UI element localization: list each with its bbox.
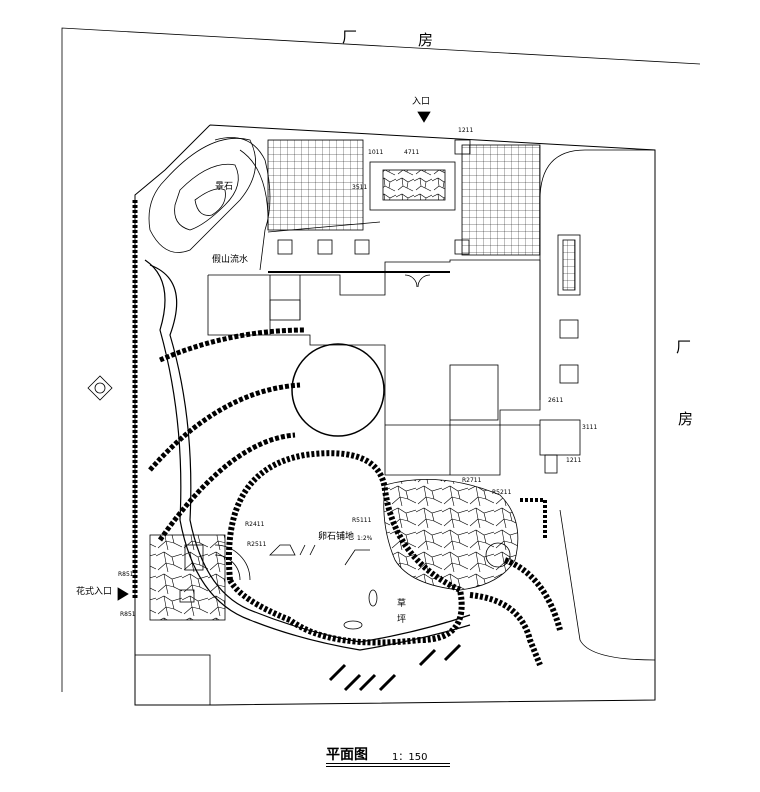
- grid-plaza-right: [461, 144, 541, 256]
- dimension-label-1: 4711: [404, 149, 420, 156]
- rockery-water-label: 假山流水: [212, 255, 249, 265]
- top-entrance-label: 入口: [412, 97, 431, 107]
- entrance-arrow-top: [417, 111, 431, 123]
- factory-label-top-1: 厂: [342, 28, 358, 46]
- corner-box: [134, 654, 211, 706]
- flower-entrance-label: 花式入口: [76, 587, 113, 597]
- radius-label-6: R851: [118, 571, 134, 578]
- title-underline-2: [326, 766, 450, 767]
- landscape-stone-label: 景石: [215, 182, 234, 192]
- water-feature-outer: [369, 161, 456, 211]
- dimension-label-4: 3511: [352, 184, 368, 191]
- slope-label: 1:2%: [357, 535, 373, 542]
- dimension-label-3: 1211: [458, 127, 474, 134]
- radius-label-2: R2411: [245, 521, 265, 528]
- dimension-label-7: 1211: [566, 457, 582, 464]
- dimension-label-6: 3111: [582, 424, 598, 431]
- stream: [144, 259, 471, 651]
- factory-boundary-line: [61, 27, 701, 692]
- radius-label-5: R5211: [492, 489, 512, 496]
- factory-label-right-1: 厂: [676, 338, 692, 356]
- dimension-label-5: 2611: [548, 397, 564, 404]
- title-underline: [326, 763, 450, 764]
- factory-label-right-2: 房: [678, 410, 694, 428]
- entrance-gate-box: [454, 139, 471, 155]
- radius-label-4: R2711: [462, 477, 482, 484]
- water-feature-inner: [382, 169, 446, 201]
- drawing-title: 平面图: [326, 747, 368, 763]
- grid-plaza-left: [267, 139, 364, 231]
- factory-label-top-2: 房: [418, 31, 434, 49]
- pebble-paving-label: 卵石铺地: [318, 532, 355, 542]
- radius-label-1: R5111: [352, 517, 372, 524]
- radius-label-3: R2511: [247, 541, 267, 548]
- right-lawn-curve: [539, 149, 656, 661]
- building-outline: [207, 259, 541, 476]
- grass-label-1: 草: [397, 599, 407, 609]
- drawing-scale: 1：150: [392, 752, 428, 763]
- north-compass: [87, 375, 113, 401]
- entrance-arrow-left: [117, 587, 129, 601]
- radius-label-7: R851: [120, 611, 136, 618]
- dimension-label-2: 1011: [368, 149, 384, 156]
- round-plaza: [291, 343, 385, 437]
- crazy-paving-area: [383, 478, 519, 591]
- grass-label-2: 坪: [397, 615, 407, 625]
